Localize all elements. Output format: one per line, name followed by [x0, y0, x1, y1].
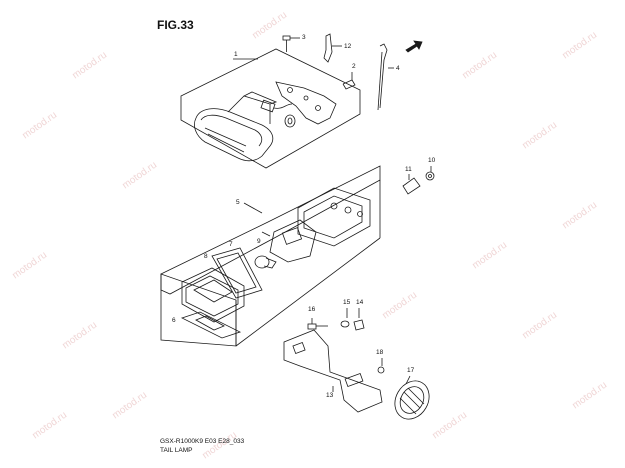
callout-2: 2 — [352, 63, 356, 70]
callout-11: 11 — [405, 166, 412, 173]
callout-7: 7 — [229, 241, 233, 248]
figure-title: FIG.33 — [157, 18, 194, 32]
reflector-6 — [180, 311, 242, 339]
washer-15 — [340, 320, 350, 328]
reflector-17 — [394, 380, 430, 420]
assembly-box-1 — [180, 48, 361, 169]
part-name-caption: TAIL LAMP — [160, 447, 193, 454]
license-bracket-13 — [283, 329, 383, 413]
nut-14 — [353, 319, 365, 331]
callout-17: 17 — [407, 367, 415, 374]
callout-9: 9 — [257, 238, 261, 245]
callout-4: 4 — [396, 65, 400, 72]
callout-1: 1 — [234, 51, 238, 58]
nut-10 — [425, 171, 435, 181]
bolt-16 — [307, 323, 328, 330]
bracket-upper — [275, 81, 337, 125]
model-code-caption: GSX-R1000K9 E03 E28_033 — [160, 438, 245, 445]
callout-10: 10 — [428, 157, 436, 164]
callout-12: 12 — [344, 43, 352, 50]
front-direction-arrow-icon — [405, 40, 423, 53]
callout-16: 16 — [308, 306, 316, 313]
lamp-body-8 — [181, 267, 245, 323]
screw-3 — [282, 35, 300, 52]
callout-5: 5 — [236, 199, 240, 206]
grommet — [284, 114, 296, 128]
bolt-2 — [342, 72, 356, 90]
leader-5 — [243, 202, 263, 214]
cable-tie-4 — [377, 43, 394, 111]
assembly-box-5 — [160, 165, 381, 295]
callout-6: 6 — [172, 317, 176, 324]
callout-3: 3 — [302, 34, 306, 41]
callout-18: 18 — [376, 349, 384, 356]
lens-cover — [297, 187, 371, 247]
screw-18 — [377, 366, 385, 374]
callout-14: 14 — [356, 299, 364, 306]
bulb-socket-9 — [261, 219, 317, 263]
callout-8: 8 — [204, 253, 208, 260]
callout-15: 15 — [343, 299, 351, 306]
bulb — [254, 255, 277, 269]
spacer-11 — [402, 177, 421, 195]
callout-13: 13 — [326, 392, 334, 399]
clip-12 — [323, 33, 342, 63]
tail-lamp-housing — [194, 91, 278, 162]
leader-17 — [405, 375, 411, 385]
wire-connector — [260, 99, 293, 113]
gasket-7 — [211, 247, 263, 299]
